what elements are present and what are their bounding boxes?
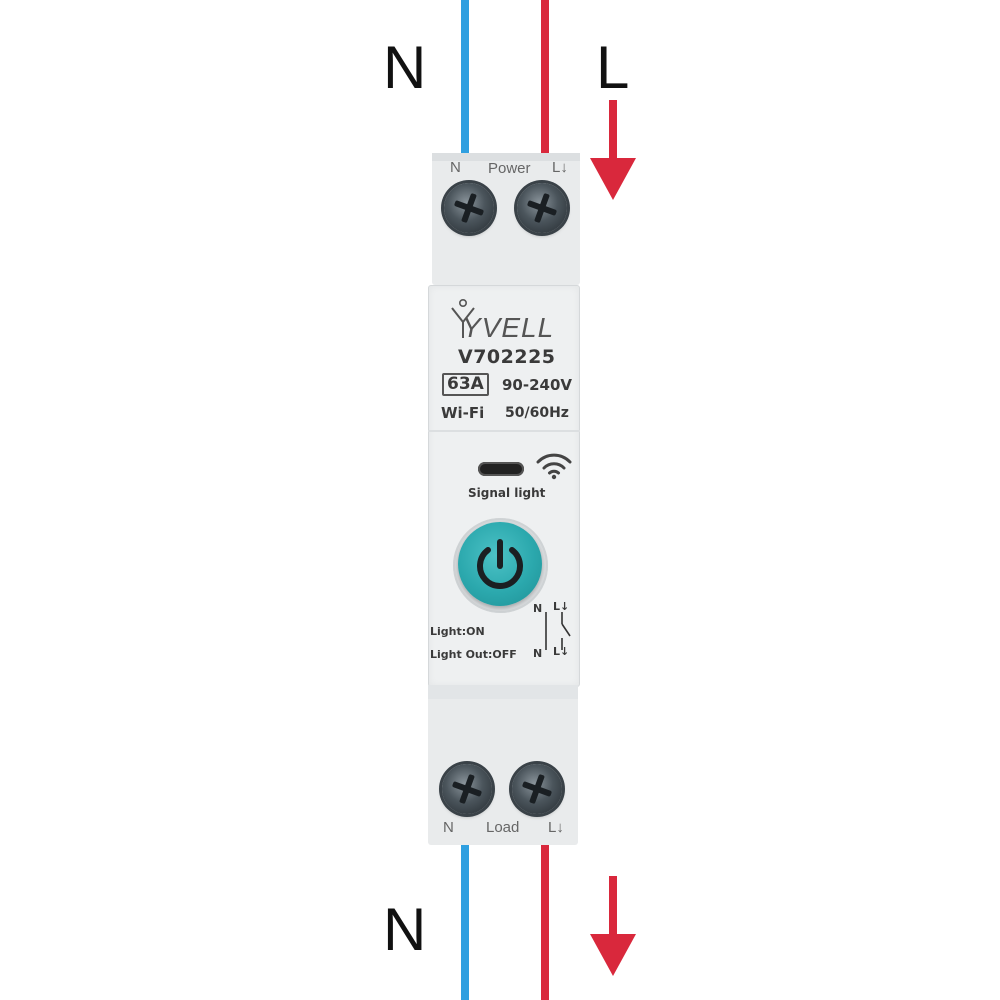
connectivity-label: Wi-Fi	[441, 404, 485, 422]
current-rating: 63A	[442, 373, 489, 396]
schematic-top-n: N	[533, 602, 543, 615]
bottom-arrow-down-icon	[590, 876, 636, 976]
bottom-terminal-block	[428, 685, 578, 845]
model-number: V702225	[458, 346, 556, 368]
schematic-bottom-n: N	[533, 647, 543, 660]
signal-light-label: Signal light	[468, 486, 546, 500]
top-terminal-n-label: N	[450, 159, 461, 176]
bottom-neutral-label: N	[383, 896, 427, 963]
live-wire-bottom	[541, 845, 549, 1000]
signal-led	[478, 462, 524, 476]
brand-logo-icon	[451, 298, 475, 338]
neutral-wire-bottom	[461, 845, 469, 1000]
top-neutral-label: N	[383, 34, 427, 101]
power-button[interactable]	[458, 522, 542, 606]
bottom-terminal-l-label: L↓	[548, 819, 564, 836]
bottom-terminal-ridge	[428, 685, 578, 699]
bottom-terminal-n-label: N	[443, 819, 454, 836]
top-terminal-l-label: L↓	[552, 159, 568, 176]
power-icon	[477, 539, 523, 589]
front-panel	[428, 285, 580, 687]
bottom-terminal-load-label: Load	[486, 819, 520, 836]
wifi-icon	[536, 453, 572, 480]
schematic-bottom-l: L↓	[553, 645, 570, 658]
top-right-screw-icon[interactable]	[517, 183, 567, 233]
top-terminal-ridge	[432, 153, 580, 161]
top-terminal-power-label: Power	[488, 160, 531, 177]
front-panel-divider	[428, 430, 580, 432]
top-left-screw-icon[interactable]	[444, 183, 494, 233]
brand-name: YVELL	[462, 312, 555, 343]
neutral-wire-top	[461, 0, 469, 155]
bottom-left-screw-icon[interactable]	[442, 764, 492, 814]
legend-light-off: Light Out:OFF	[430, 648, 517, 661]
top-arrow-down-icon	[590, 100, 636, 200]
switch-schematic-icon	[545, 612, 571, 650]
legend-light-on: Light:ON	[430, 625, 485, 638]
bottom-right-screw-icon[interactable]	[512, 764, 562, 814]
live-wire-top	[541, 0, 549, 155]
voltage-rating: 90-240V	[502, 376, 573, 394]
schematic-top-l: L↓	[553, 600, 570, 613]
top-live-label: L	[596, 34, 630, 101]
frequency-label: 50/60Hz	[505, 405, 569, 421]
